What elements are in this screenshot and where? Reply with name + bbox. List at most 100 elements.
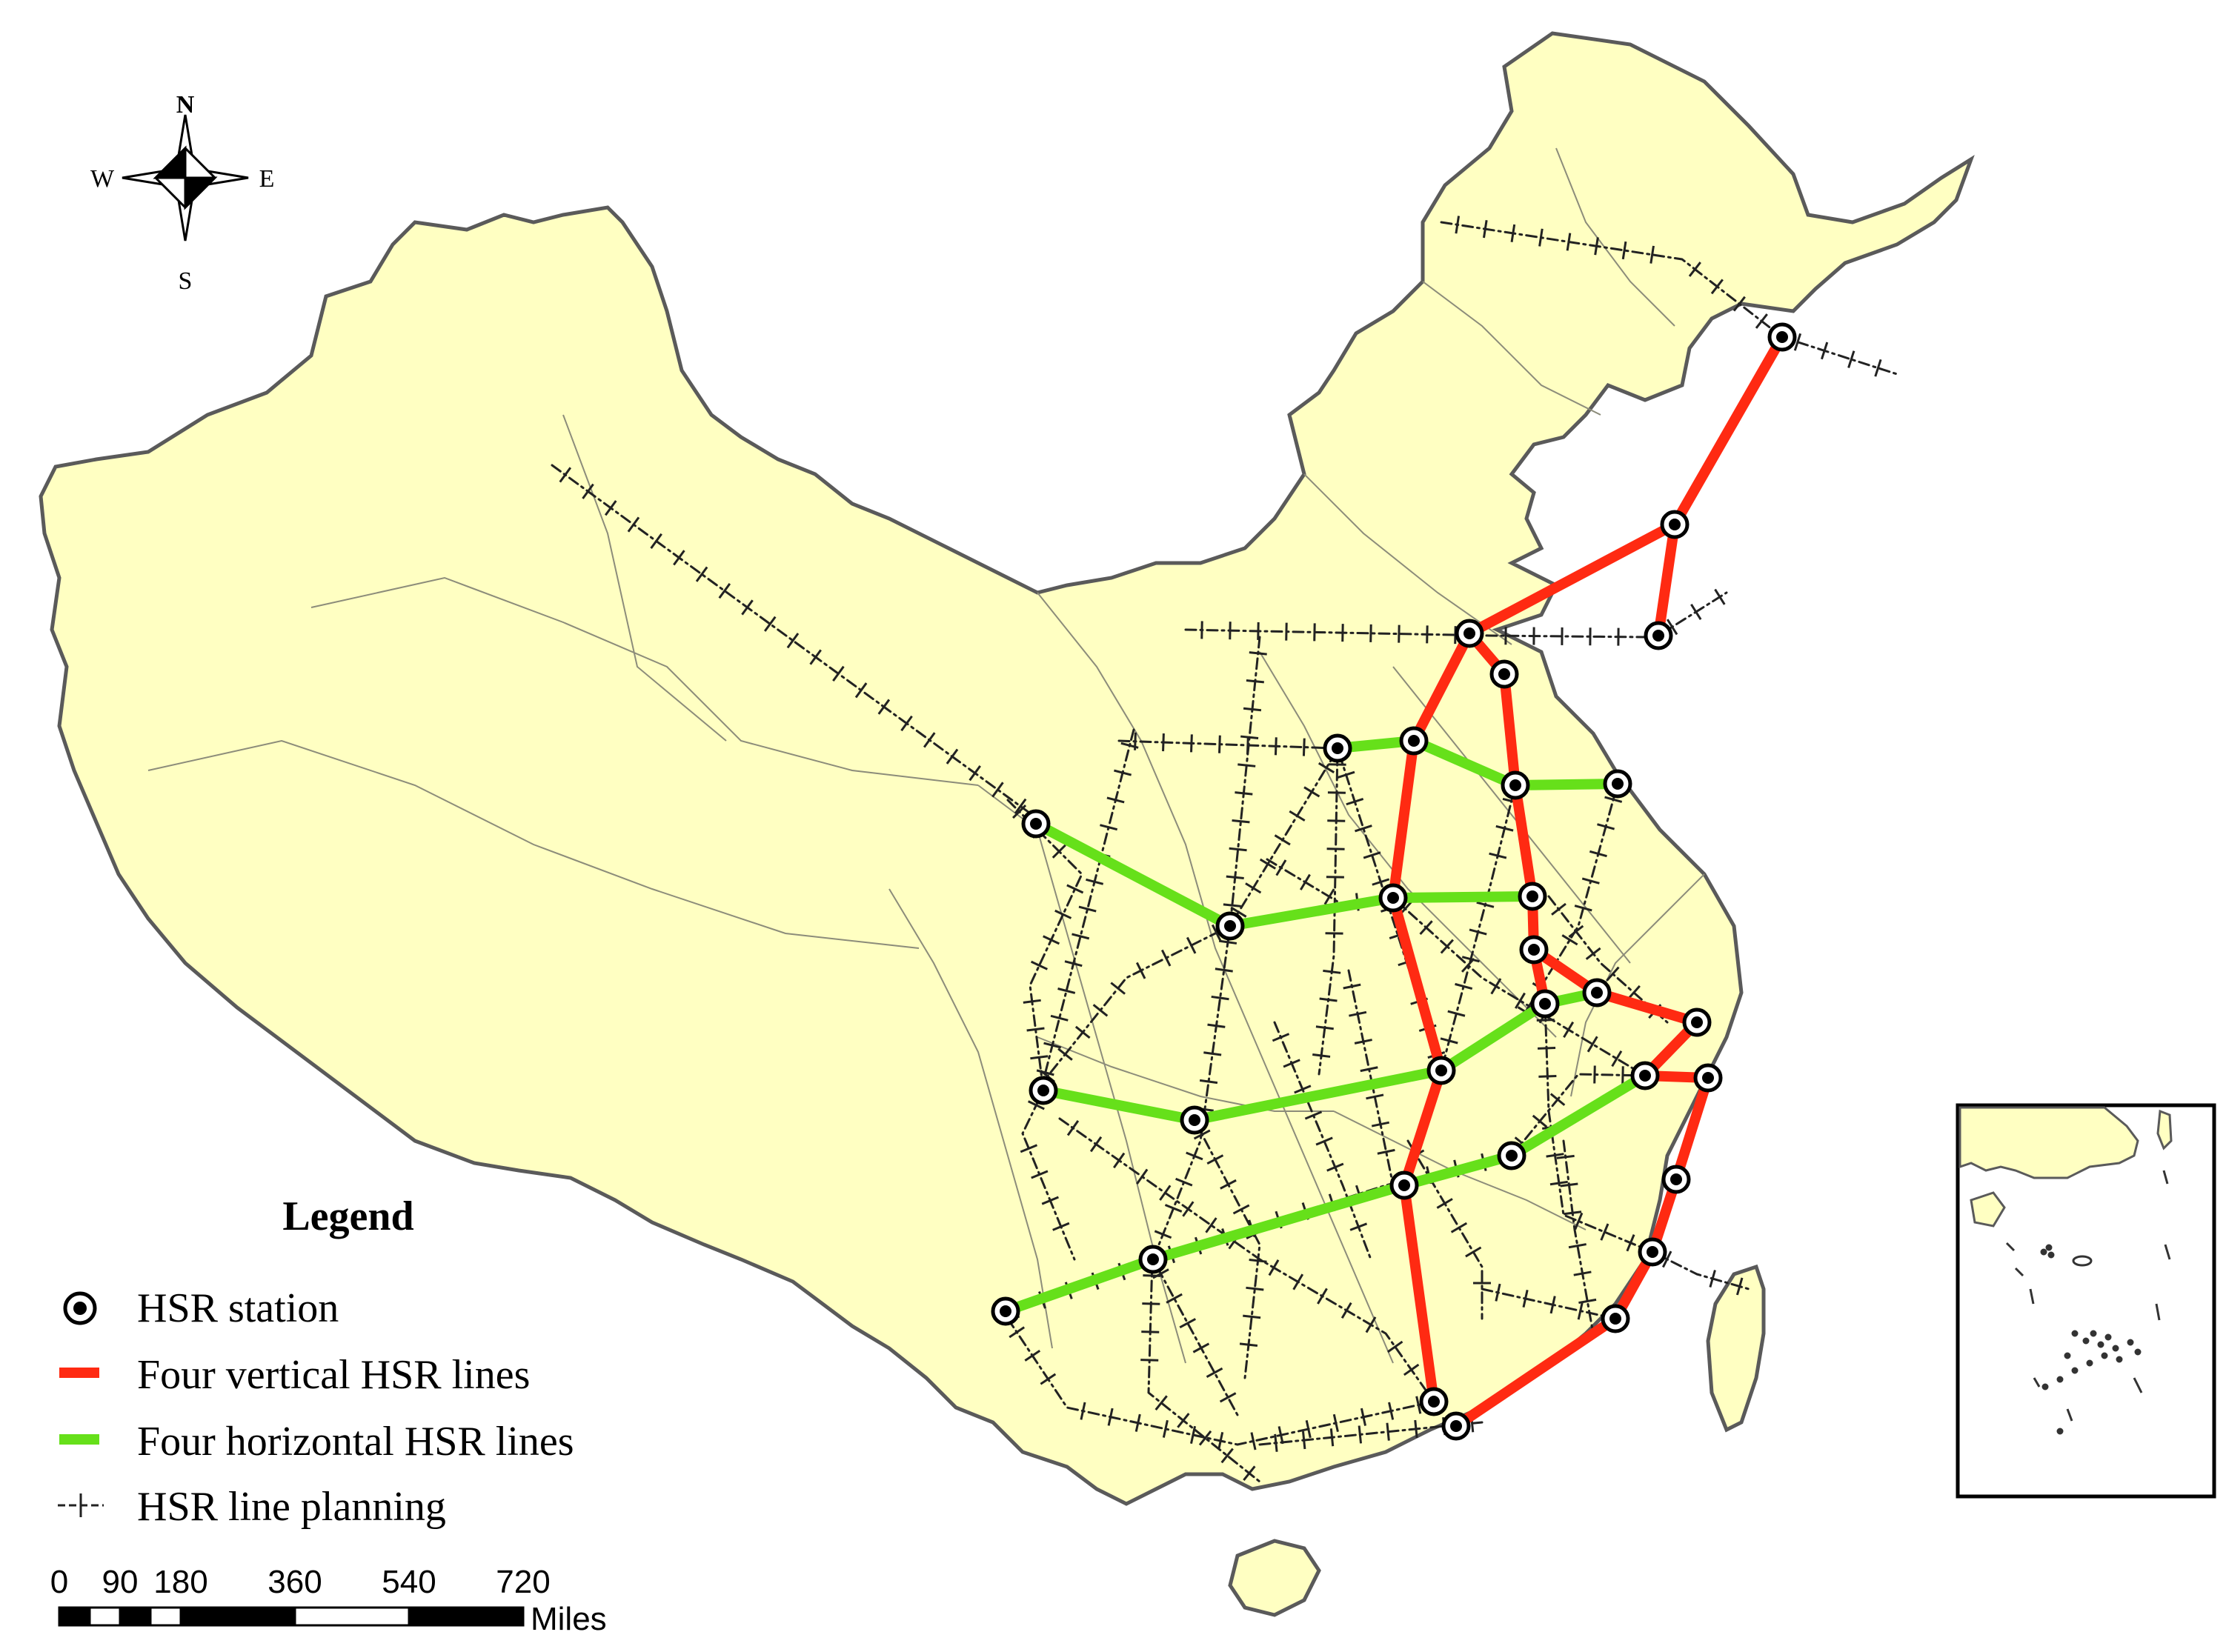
- planning-line-tick: [1366, 1093, 1384, 1100]
- hsr-station-marker: [1518, 882, 1547, 911]
- planning-line-tick: [1186, 936, 1197, 954]
- planning-line-icon: [58, 1493, 104, 1517]
- planning-line-tick: [1217, 1431, 1224, 1451]
- planning-line-tick: [1346, 797, 1364, 806]
- legend-item-planning: HSR line planning: [58, 1484, 446, 1530]
- planning-line-tick: [1134, 1413, 1141, 1432]
- hsr-station-marker: [1530, 989, 1560, 1019]
- hsr-station-marker: [1426, 1056, 1456, 1085]
- legend-label-station: HSR station: [137, 1285, 339, 1331]
- planning-line-tick: [1666, 619, 1678, 636]
- planning-line-tick: [718, 582, 731, 599]
- hsr-station-marker: [1489, 659, 1519, 689]
- planning-line-tick: [1461, 958, 1475, 973]
- planning-line-tick: [1009, 1326, 1026, 1339]
- planning-line-tick: [1566, 233, 1572, 251]
- planning-line-tick: [1585, 947, 1601, 960]
- planning-line-tick: [1349, 1222, 1368, 1231]
- planning-line-tick: [1303, 786, 1320, 798]
- taiwan-island: [1706, 1264, 1766, 1433]
- planning-line-tick: [1510, 224, 1516, 242]
- planning-line-tick: [1709, 1270, 1716, 1288]
- planning-line-tick: [1036, 1069, 1054, 1076]
- scale-tick-0: 0: [50, 1564, 68, 1600]
- hsr-station-marker: [1644, 621, 1673, 650]
- planning-line-tick: [1560, 1182, 1578, 1188]
- planning-line-tick: [1114, 769, 1132, 776]
- planning-line-tick: [1594, 237, 1599, 256]
- planning-line-tick: [1627, 985, 1641, 1000]
- planning-line-tick: [1564, 1210, 1582, 1216]
- hsr-station-marker: [1323, 733, 1352, 763]
- planning-line-tick: [1078, 905, 1097, 913]
- planning-line-tick: [1175, 1177, 1193, 1187]
- vertical-hsr-line: [1653, 519, 1680, 641]
- legend-item-station: HSR station: [63, 1285, 339, 1331]
- planning-line-tick: [1476, 901, 1495, 908]
- planning-line-tick: [582, 483, 594, 499]
- planning-line-tick: [1066, 1119, 1080, 1136]
- planning-line-tick: [1030, 960, 1048, 970]
- planning-line-tick: [1317, 1288, 1328, 1305]
- planning-line-tick: [1110, 982, 1126, 995]
- planning-line-tick: [1556, 1154, 1575, 1159]
- planning-line-tick: [1495, 825, 1514, 832]
- planning-line-tick: [1211, 995, 1229, 1001]
- planning-line-tick: [763, 616, 777, 632]
- planning-line-tick: [1436, 1198, 1453, 1209]
- planning-line-tick: [1031, 1170, 1049, 1179]
- scale-unit: Miles: [531, 1601, 607, 1637]
- planning-line-tick: [1440, 1037, 1458, 1045]
- scale-tick-180: 180: [153, 1564, 207, 1600]
- planning-line-tick: [1343, 983, 1361, 990]
- planning-line-tick: [1023, 999, 1041, 1004]
- planning-line-tick: [1305, 1420, 1312, 1439]
- planning-line-tick: [1274, 737, 1278, 756]
- planning-line-tick: [1735, 1277, 1744, 1296]
- planning-line-tick: [1239, 1342, 1258, 1347]
- hsr-station-marker: [1660, 510, 1690, 539]
- planning-line-tick: [1292, 1273, 1304, 1290]
- planning-line-tick: [1162, 733, 1165, 752]
- planning-line-tick: [1360, 1066, 1378, 1073]
- planning-line-tick: [1581, 877, 1600, 885]
- planning-line-tick: [1235, 791, 1253, 796]
- planning-line-tick: [1030, 1055, 1049, 1060]
- planning-line-tick: [1057, 1048, 1073, 1061]
- hsr-station-marker: [1021, 809, 1051, 839]
- planning-line-tick: [1568, 1243, 1587, 1249]
- planning-line-tick: [1386, 1422, 1390, 1441]
- planning-line: [1193, 1119, 1261, 1379]
- planning-line-tick: [1326, 1162, 1344, 1172]
- inset-islands: [2005, 1170, 2171, 1435]
- planning-line-tick: [1587, 1036, 1598, 1053]
- planning-line-tick: [1179, 1318, 1197, 1329]
- hsr-station-marker: [1630, 1061, 1660, 1090]
- planning-line-tick: [1482, 220, 1488, 239]
- planning-line-tick: [1040, 1373, 1057, 1385]
- scale-tick-90: 90: [102, 1564, 139, 1600]
- planning-line-tick: [1249, 651, 1267, 656]
- hsr-station-marker: [1638, 1237, 1667, 1267]
- horizontal-line-swatch: [59, 1434, 99, 1445]
- planning-line-tick: [1043, 935, 1060, 945]
- planning-line-tick: [1283, 1059, 1300, 1068]
- planning-line-tick: [1793, 333, 1802, 351]
- hsr-station-marker: [1389, 1170, 1419, 1200]
- planning-line-tick: [1732, 296, 1746, 312]
- compass-icon: [122, 114, 249, 242]
- planning-line-tick: [1600, 1223, 1609, 1241]
- hsr-station-marker: [1455, 619, 1484, 648]
- planning-line-tick: [1051, 844, 1066, 859]
- planning-line-tick: [1304, 1110, 1323, 1120]
- scale-bar-segments: [58, 1606, 525, 1627]
- planning-line-tick: [1522, 1289, 1529, 1308]
- planning-line-tick: [1206, 1367, 1223, 1378]
- planning-line-tick: [1226, 875, 1244, 880]
- planning-line: [1544, 1002, 1654, 1253]
- planning-line-tick: [1714, 588, 1726, 605]
- planning-line-tick: [1574, 905, 1592, 912]
- planning-line-tick: [1215, 967, 1233, 973]
- planning-line-tick: [1455, 982, 1473, 990]
- planning-line-tick: [1043, 1042, 1062, 1049]
